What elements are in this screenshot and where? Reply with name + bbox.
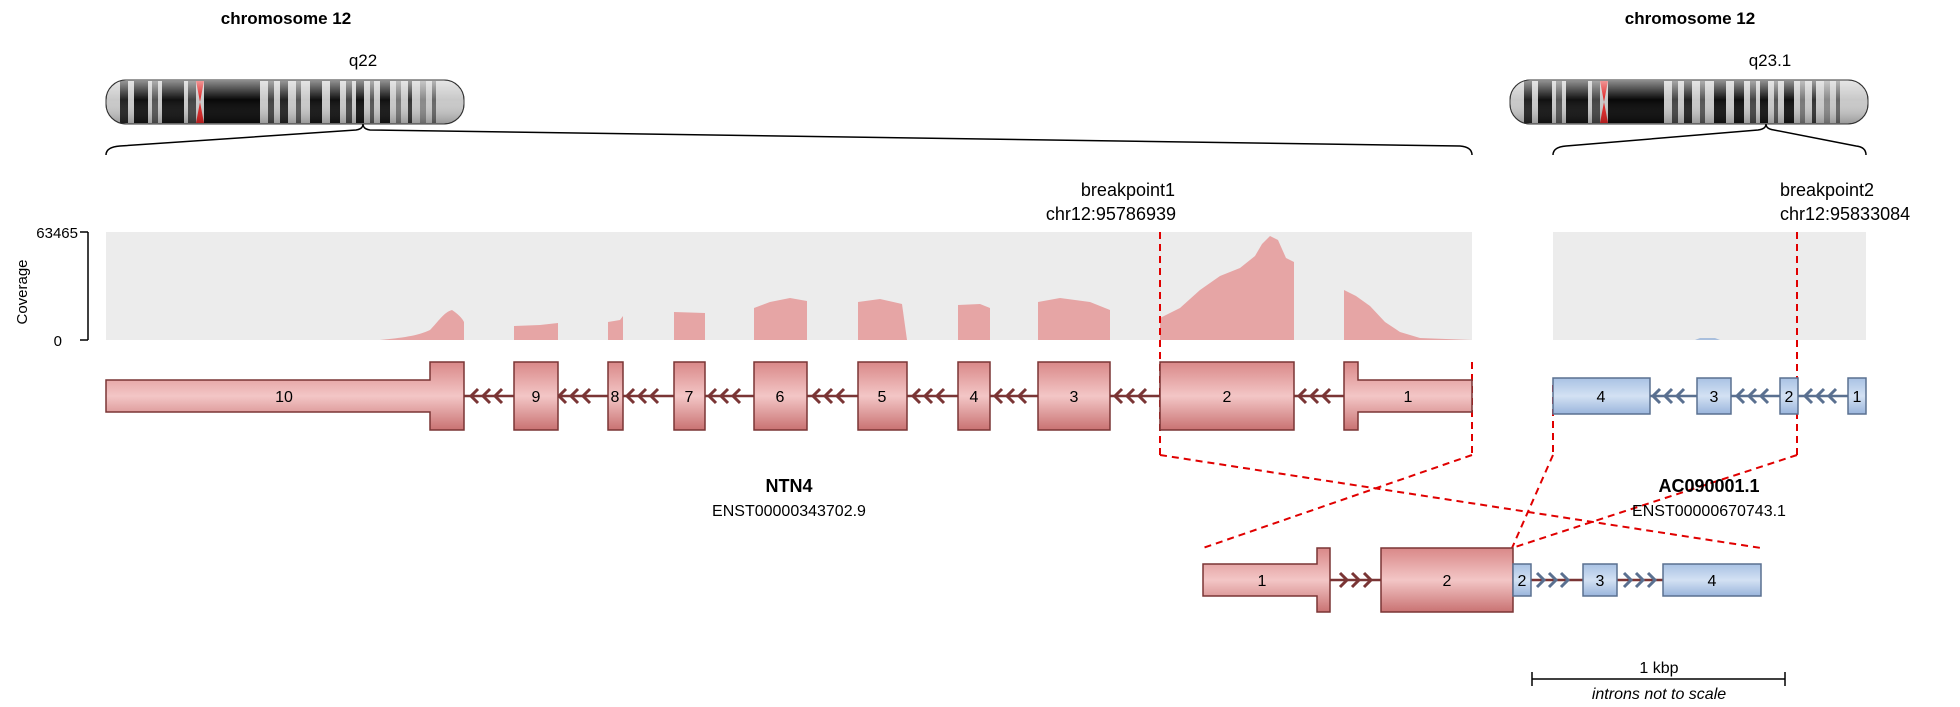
right-chromosome-ideogram [1509, 79, 1869, 125]
fusion-intron-arrows-blue [1535, 571, 1658, 589]
ntn4-exon-label: 1 [1404, 389, 1413, 406]
ac090001-intron-arrows [1650, 387, 1838, 405]
ntn4-exon-4 [957, 361, 991, 431]
fusion-exon-label: 2 [1443, 573, 1452, 590]
ac090001-exon-4 [1552, 377, 1651, 415]
left-chromosome-title: chromosome 12 [221, 9, 351, 28]
ntn4-exon-10 [105, 361, 465, 431]
breakpoint1-coord: chr12:95786939 [1046, 204, 1176, 224]
ntn4-exon-9 [513, 361, 559, 431]
ntn4-gene-name: NTN4 [765, 476, 812, 496]
left-zoom-bracket [105, 123, 1473, 156]
left-coverage-profile [380, 236, 1472, 340]
breakpoint1-name: breakpoint1 [1081, 180, 1175, 200]
fusion-exon-ac090001-3 [1582, 563, 1618, 597]
fusion-exon-label: 1 [1258, 573, 1267, 590]
ntn4-transcript-id: ENST00000343702.9 [712, 503, 866, 520]
ntn4-exon-label: 7 [685, 389, 694, 406]
fusion-exon-ntn4-2 [1380, 547, 1514, 613]
left-chromosome-ideogram [105, 79, 465, 125]
ac090001-exon-2 [1779, 377, 1799, 415]
ac090001-transcript-id: ENST00000670743.1 [1632, 503, 1786, 520]
breakpoint-lines [1159, 232, 1798, 549]
right-chromosome-title: chromosome 12 [1625, 9, 1755, 28]
ntn4-exon-3 [1037, 361, 1111, 431]
scale-bar: 1 kbp introns not to scale [1531, 660, 1786, 703]
ac090001-exon-label: 3 [1710, 389, 1719, 406]
ntn4-exon-2 [1159, 361, 1295, 431]
ntn4-exon-label: 10 [275, 389, 293, 406]
fusion-transcript: 1 2 2 3 4 [1202, 547, 1762, 613]
ac090001-exon-1 [1847, 377, 1867, 415]
fusion-intron-arrows-red [1338, 571, 1374, 589]
right-band-label: q23.1 [1749, 51, 1792, 70]
fusion-exon-label: 2 [1518, 573, 1527, 590]
breakpoint2-coord: chr12:95833084 [1780, 204, 1910, 224]
ntn4-exon-label: 2 [1223, 389, 1232, 406]
ntn4-exon-8 [607, 361, 624, 431]
ntn4-exon-label: 9 [532, 389, 541, 406]
coverage-axis-title: Coverage [14, 259, 31, 324]
ntn4-exon-label: 8 [611, 389, 620, 406]
ac090001-exon-3 [1696, 377, 1732, 415]
fusion-exon-label: 3 [1596, 573, 1605, 590]
ac090001-exon-label: 1 [1853, 389, 1862, 406]
right-zoom-bracket [1552, 123, 1867, 156]
fusion-exon-label: 4 [1708, 573, 1717, 590]
ntn4-exon-5 [857, 361, 908, 431]
ntn4-exon-label: 3 [1070, 389, 1079, 406]
ac090001-gene-name: AC090001.1 [1658, 476, 1759, 496]
ntn4-exon-label: 5 [878, 389, 887, 406]
ac090001-gene-model: 4 3 2 1 [1552, 377, 1867, 415]
fusion-exon-ac090001-2 [1512, 563, 1532, 597]
coverage-min-label: 0 [54, 333, 62, 350]
scale-bar-note: introns not to scale [1592, 686, 1726, 703]
scale-bar-label: 1 kbp [1639, 660, 1678, 677]
left-band-label: q22 [349, 51, 377, 70]
fusion-exon-ntn4-1 [1202, 547, 1331, 613]
coverage-max-label: 63465 [36, 225, 78, 242]
breakpoint2-name: breakpoint2 [1780, 180, 1874, 200]
ntn4-exon-1 [1343, 361, 1473, 431]
right-coverage-background [1553, 232, 1866, 340]
coverage-axis: 63465 0 Coverage [14, 225, 89, 350]
ac090001-exon-label: 2 [1785, 389, 1794, 406]
ntn4-gene-model: 10 9 8 7 6 5 4 3 2 1 [105, 361, 1473, 431]
ac090001-exon-label: 4 [1597, 389, 1606, 406]
right-coverage-profile [1695, 338, 1720, 340]
ntn4-intron-arrows [468, 387, 1332, 405]
fusion-exon-ac090001-4 [1662, 563, 1762, 597]
ntn4-exon-label: 4 [970, 389, 979, 406]
ntn4-exon-7 [673, 361, 706, 431]
ntn4-exon-6 [753, 361, 808, 431]
ntn4-exon-label: 6 [776, 389, 785, 406]
